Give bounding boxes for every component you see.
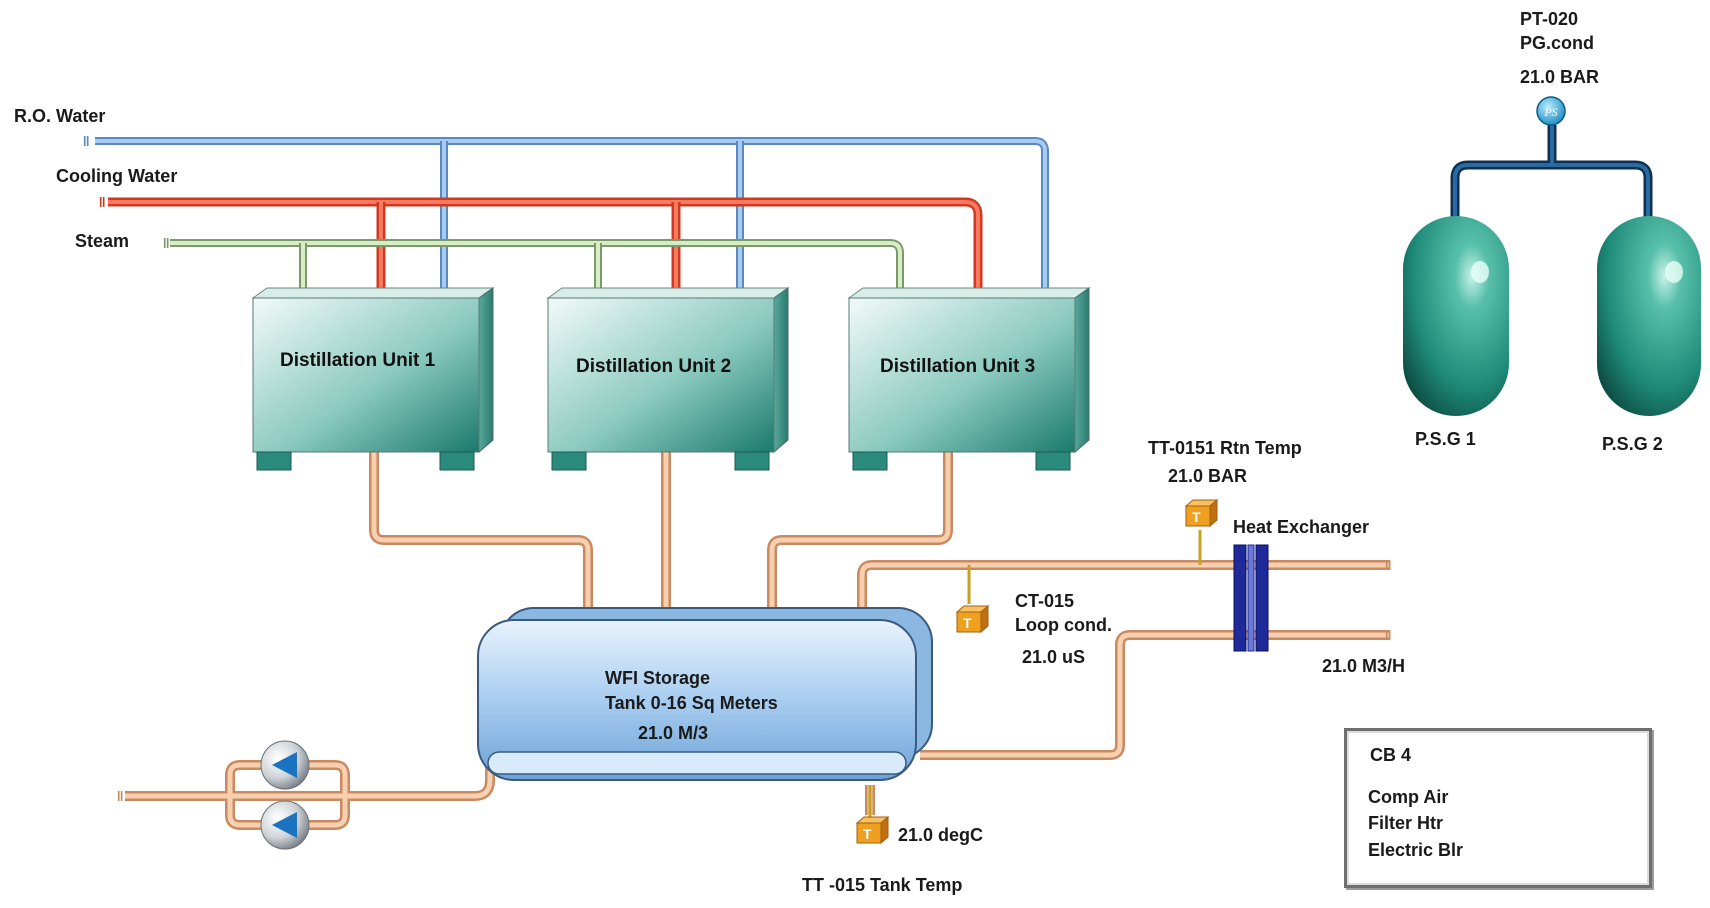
ro-water-line xyxy=(95,137,1049,292)
distillation-unit-2 xyxy=(546,287,790,471)
svg-text:ǁ: ǁ xyxy=(98,196,106,212)
ro-water-label: R.O. Water xyxy=(14,106,106,126)
tank-level-value: 21.0 M/3 xyxy=(638,723,709,743)
ct015-value: 21.0 uS xyxy=(1022,647,1086,667)
wfi-storage-tank xyxy=(477,607,933,781)
distillation-unit-3-label: Distillation Unit 3 xyxy=(880,356,1036,377)
svg-text:ǁ: ǁ xyxy=(162,237,170,253)
psg-header-piping xyxy=(1450,125,1653,218)
cooling-water-label: Cooling Water xyxy=(56,166,178,186)
product-piping: ǁ ǁ ǁ xyxy=(116,452,1392,830)
tank-label-line1: WFI Storage xyxy=(605,668,711,688)
tt0151-transmitter: T xyxy=(1184,498,1219,528)
svg-text:ǁ: ǁ xyxy=(82,135,90,151)
distillation-unit-2-label: Distillation Unit 2 xyxy=(576,356,732,377)
tt015-value: 21.0 degC xyxy=(898,825,984,845)
ps-icon: PS xyxy=(1536,96,1566,126)
distillation-unit-3 xyxy=(847,287,1091,471)
svg-text:ǁ: ǁ xyxy=(116,790,124,806)
tt0151-t-glyph: T xyxy=(1192,509,1201,525)
tt015-tag: TT -015 Tank Temp xyxy=(802,875,963,895)
cb4-electric-blr-label: Electric Blr xyxy=(1368,840,1464,860)
ct015-t-glyph: T xyxy=(963,615,972,631)
tt0151-value: 21.0 BAR xyxy=(1168,466,1248,486)
pt020-tag: PT-020 xyxy=(1520,9,1579,29)
ct015-tag: CT-015 xyxy=(1015,591,1075,611)
pump-2 xyxy=(260,800,310,850)
tank-label-line2: Tank 0-16 Sq Meters xyxy=(605,693,778,713)
heat-exchanger-label: Heat Exchanger xyxy=(1233,517,1370,537)
heat-exchanger-flow: 21.0 M3/H xyxy=(1322,656,1406,676)
ps-icon-text: PS xyxy=(1543,105,1557,119)
ct015-desc: Loop cond. xyxy=(1015,615,1112,635)
steam-line xyxy=(170,239,904,292)
cb4-comp-air-label: Comp Air xyxy=(1368,787,1449,807)
tt015-t-glyph: T xyxy=(863,826,872,842)
ct015-transmitter: T xyxy=(955,604,990,634)
cb4-panel xyxy=(1344,728,1652,888)
tt0151-tag: TT-0151 Rtn Temp xyxy=(1148,438,1302,458)
svg-text:ǁ: ǁ xyxy=(1384,559,1392,575)
psg-1-vessel xyxy=(1403,216,1509,416)
distillation-unit-1 xyxy=(251,287,495,471)
psg-2-label: P.S.G 2 xyxy=(1602,434,1663,454)
heat-exchanger xyxy=(1233,544,1269,652)
pt020-desc: PG.cond xyxy=(1520,33,1595,53)
distillation-unit-1-label: Distillation Unit 1 xyxy=(280,350,436,371)
line-end-markers: ǁ ǁ ǁ xyxy=(82,135,170,253)
svg-text:ǁ: ǁ xyxy=(1384,629,1392,645)
pt020-value: 21.0 BAR xyxy=(1520,67,1600,87)
pump-1 xyxy=(260,740,310,790)
psg-2-vessel xyxy=(1597,216,1701,416)
steam-label: Steam xyxy=(75,231,130,251)
tt015-transmitter: T xyxy=(855,815,890,845)
instrument-stems xyxy=(868,530,1202,818)
psg-1-label: P.S.G 1 xyxy=(1415,429,1476,449)
cb4-title: CB 4 xyxy=(1370,745,1412,765)
cb4-filter-htr-label: Filter Htr xyxy=(1368,813,1444,833)
